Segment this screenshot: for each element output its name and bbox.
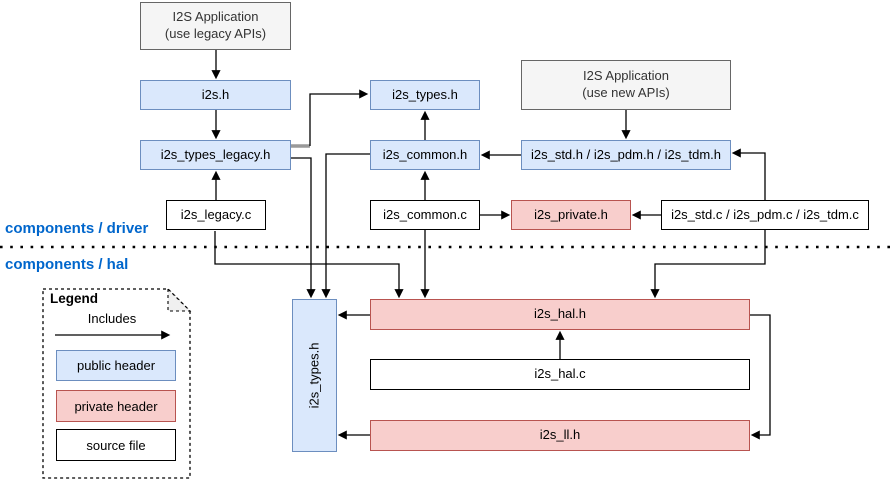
node-label: i2s_types.h bbox=[392, 86, 458, 102]
legend-item-public-header: public header bbox=[56, 350, 176, 381]
node-i2s-hal-c: i2s_hal.c bbox=[370, 359, 750, 390]
legend-includes-label: Includes bbox=[87, 311, 137, 326]
node-i2s-application-legacy: I2S Application (use legacy APIs) bbox=[140, 2, 291, 50]
node-label: i2s.h bbox=[201, 86, 230, 102]
legend-item-source-file: source file bbox=[56, 429, 176, 461]
legend-title: Legend bbox=[50, 291, 99, 306]
node-label: i2s_types.h bbox=[306, 342, 322, 409]
node-label-line1: I2S Application bbox=[172, 9, 259, 25]
node-i2s-types-h-driver: i2s_types.h bbox=[370, 80, 480, 110]
node-label: i2s_common.c bbox=[383, 206, 467, 222]
node-i2s-common-h: i2s_common.h bbox=[370, 140, 480, 170]
node-i2s-std-pdm-tdm-h: i2s_std.h / i2s_pdm.h / i2s_tdm.h bbox=[521, 140, 731, 170]
edge-i2s-common-h-to-i2s-types-h-hal bbox=[321, 153, 370, 299]
node-i2s-application-new: I2S Application (use new APIs) bbox=[521, 60, 731, 110]
legend-item-label: public header bbox=[76, 358, 156, 373]
legend-item-private-header: private header bbox=[56, 390, 176, 422]
edge-i2s-std-pdm-tdm-c-to-i2s-hal-h bbox=[650, 230, 766, 299]
node-label: i2s_types_legacy.h bbox=[160, 146, 271, 162]
node-i2s-hal-h: i2s_hal.h bbox=[370, 299, 750, 330]
node-label: i2s_common.h bbox=[382, 146, 468, 162]
node-label-line2: (use new APIs) bbox=[582, 85, 670, 100]
node-i2s-h: i2s.h bbox=[140, 80, 291, 110]
node-label: i2s_hal.h bbox=[533, 306, 587, 322]
legend-item-label: source file bbox=[86, 437, 146, 453]
edge-i2s-types-legacy-h-to-i2s-types-h-driver bbox=[309, 89, 369, 146]
edge-i2s-std-pdm-tdm-c-to-i2s-std-pdm-tdm-h bbox=[731, 148, 766, 200]
node-label: i2s_ll.h bbox=[539, 427, 581, 443]
section-label-components-hal: components / hal bbox=[5, 256, 129, 273]
node-i2s-types-legacy-h: i2s_types_legacy.h bbox=[140, 140, 291, 170]
legend-item-label: private header bbox=[74, 398, 158, 414]
section-label-components-driver: components / driver bbox=[5, 220, 149, 237]
node-i2s-ll-h: i2s_ll.h bbox=[370, 420, 750, 451]
node-i2s-private-h: i2s_private.h bbox=[511, 200, 631, 230]
node-i2s-legacy-c: i2s_legacy.c bbox=[166, 200, 266, 230]
node-label: i2s_private.h bbox=[534, 206, 608, 222]
node-label: i2s_std.h / i2s_pdm.h / i2s_tdm.h bbox=[530, 146, 722, 162]
edge-i2s-legacy-c-to-i2s-hal-h bbox=[214, 231, 404, 299]
legend-folded-corner bbox=[167, 288, 192, 312]
node-label: i2s_legacy.c bbox=[180, 206, 252, 222]
node-i2s-types-h-hal: i2s_types.h bbox=[292, 299, 337, 452]
node-i2s-std-pdm-tdm-c: i2s_std.c / i2s_pdm.c / i2s_tdm.c bbox=[661, 200, 869, 230]
node-label-line1: I2S Application bbox=[582, 68, 669, 84]
node-i2s-common-c: i2s_common.c bbox=[370, 200, 480, 230]
node-label: i2s_std.c / i2s_pdm.c / i2s_tdm.c bbox=[671, 206, 859, 222]
edge-i2s-types-legacy-h-to-i2s-types-h-hal bbox=[291, 157, 316, 299]
edge-i2s-hal-h-to-i2s-ll-h bbox=[750, 314, 771, 440]
node-label: i2s_hal.c bbox=[534, 366, 586, 382]
node-label-line2: (use legacy APIs) bbox=[164, 26, 267, 41]
